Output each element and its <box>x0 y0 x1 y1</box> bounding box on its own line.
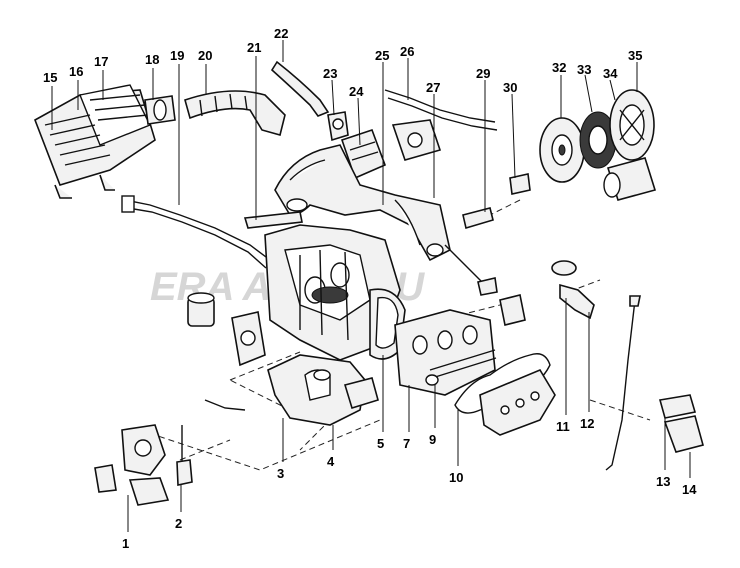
pressure-plate-icon <box>609 89 655 161</box>
callout-10: 10 <box>449 470 463 485</box>
idle-control-valve-icon <box>327 111 349 142</box>
intake-manifold-icon <box>274 144 451 262</box>
callout-19: 19 <box>170 48 184 63</box>
engine-mount-icon <box>663 415 704 453</box>
coolant-pipe-icon <box>243 211 303 229</box>
callout-9: 9 <box>429 432 436 447</box>
callout-20: 20 <box>198 48 212 63</box>
callout-29: 29 <box>476 66 490 81</box>
leader-lines <box>51 40 691 532</box>
callout-5: 5 <box>377 436 384 451</box>
valve-cover-icon <box>479 368 556 436</box>
starter-motor-icon <box>603 157 657 201</box>
callout-32: 32 <box>552 60 566 75</box>
coolant-pipe-2-icon <box>176 399 246 486</box>
callout-17: 17 <box>94 54 108 69</box>
oil-filler-icon <box>551 260 595 320</box>
callout-12: 12 <box>580 416 594 431</box>
callout-18: 18 <box>145 52 159 67</box>
throttle-body-icon <box>340 128 387 180</box>
callout-15: 15 <box>43 70 57 85</box>
callout-35: 35 <box>628 48 642 63</box>
callout-27: 27 <box>426 80 440 95</box>
callout-34: 34 <box>603 66 618 81</box>
callout-13: 13 <box>656 474 670 489</box>
callout-4: 4 <box>327 454 335 469</box>
engine-block-icon <box>264 224 401 361</box>
wire-harness-icon <box>444 244 498 296</box>
callout-2: 2 <box>175 516 182 531</box>
callout-24: 24 <box>349 84 364 99</box>
callout-25: 25 <box>375 48 389 63</box>
callout-21: 21 <box>247 40 261 55</box>
callout-16: 16 <box>69 64 83 79</box>
air-cleaner-icon <box>34 84 156 199</box>
flywheel-icon <box>539 117 585 183</box>
engine-mount-bracket-icon <box>658 394 697 419</box>
callout-23: 23 <box>323 66 337 81</box>
callout-33: 33 <box>577 62 591 77</box>
callout-3: 3 <box>277 466 284 481</box>
breather-hose-icon <box>270 60 330 117</box>
callout-11: 11 <box>556 419 570 434</box>
callout-14: 14 <box>682 482 697 497</box>
fuel-pipe-icon <box>121 195 271 269</box>
callout-7: 7 <box>403 436 410 451</box>
egr-valve-icon <box>384 89 498 161</box>
water-pump-icon <box>231 311 266 367</box>
clutch-disc-icon <box>579 111 617 169</box>
callout-1: 1 <box>122 536 129 551</box>
oil-filter-icon <box>187 292 215 327</box>
callout-30: 30 <box>503 80 517 95</box>
callout-22: 22 <box>274 26 288 41</box>
oil-pan-icon <box>267 354 366 426</box>
dipstick-icon <box>605 295 641 471</box>
oil-sender-icon <box>94 464 117 493</box>
sensor-29-icon <box>462 207 494 230</box>
callout-labels: 1 2 3 4 5 7 9 10 11 12 13 14 15 16 17 18… <box>43 26 697 551</box>
cam-sensor-icon <box>499 294 526 326</box>
oil-pump-icon <box>343 377 379 410</box>
valve-cover-gasket-icon <box>454 353 551 414</box>
thermostat-housing-icon <box>121 424 170 506</box>
callout-26: 26 <box>400 44 414 59</box>
sensor-30-icon <box>509 173 531 195</box>
cylinder-head-icon <box>394 309 497 396</box>
air-flow-sensor-icon <box>144 95 176 125</box>
intake-hose-icon <box>184 90 286 136</box>
assembly-dash-lines <box>139 199 651 471</box>
